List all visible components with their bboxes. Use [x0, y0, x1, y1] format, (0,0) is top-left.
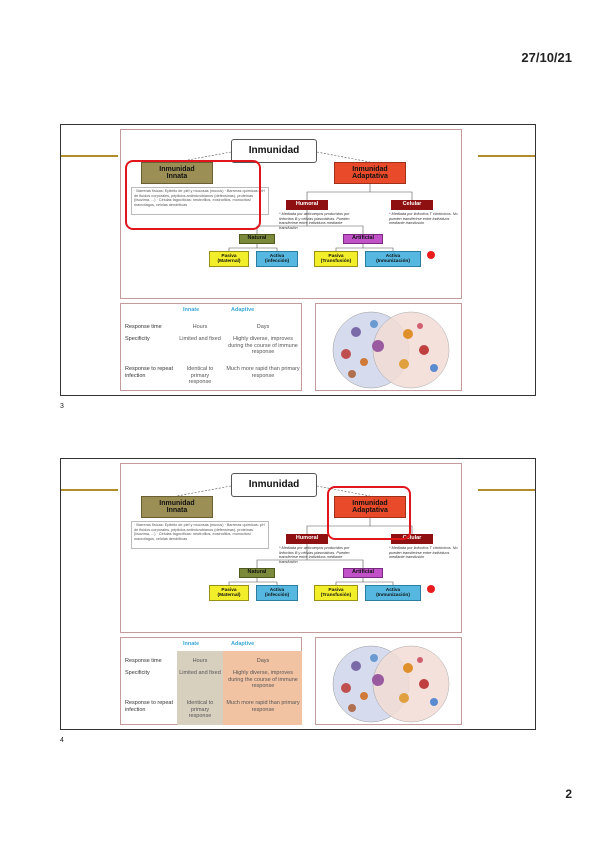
col-innate: Innate: [183, 307, 200, 313]
cells-venn-graphic: [332, 311, 450, 389]
pasiva-maternal-line1: Pasiva: [221, 587, 237, 593]
page-date: 27/10/21: [521, 50, 572, 65]
adaptive-column-shade: [223, 651, 302, 725]
humoral-note: * Mediada por anticuerpos producidos por…: [279, 212, 350, 230]
row-label: Response to repeat infection: [125, 700, 174, 713]
pasiva-maternal-line1: Pasiva: [221, 253, 237, 259]
celular-note: * Mediada por linfocitos T citotóxicos. …: [389, 546, 458, 560]
humoral-box: Humoral: [286, 534, 328, 544]
highlight-adaptativa: [327, 486, 411, 540]
cells-venn-graphic: [332, 645, 450, 723]
page-number: 2: [565, 787, 572, 801]
cell-innate: Identical to primary response: [186, 700, 214, 720]
adaptativa-line1: Inmunidad: [352, 165, 388, 173]
cell-adaptive: Much more rapid than primary response: [226, 366, 300, 379]
inmunidad-box: Inmunidad: [231, 473, 317, 497]
activa-inmun-line2: (Inmunización): [376, 593, 410, 598]
cell-adaptive: Days: [256, 658, 270, 664]
gold-rule-right: [478, 489, 535, 491]
adaptativa-line1: Inmunidad: [352, 499, 388, 507]
gold-rule-right: [478, 155, 535, 157]
diagram-connectors: [176, 485, 413, 585]
artificial-box: Artificial: [343, 568, 383, 578]
artificial-box: Artificial: [343, 234, 383, 244]
adaptativa-line2: Adaptativa: [352, 507, 388, 514]
natural-box: Natural: [239, 234, 275, 244]
activa-infeccion-line2: (infección): [264, 259, 290, 264]
row-label: Response to repeat infection: [125, 366, 174, 379]
cell-adaptive: Highly diverse, improves during the cour…: [228, 336, 298, 356]
activa-inmun-line1: Activa: [385, 587, 401, 593]
activa-infeccion-line2: (infección): [264, 593, 290, 598]
pasiva-transfusion-box: Pasiva(Transfusión): [314, 251, 358, 267]
pasiva-transf-line2: (Transfusión): [320, 593, 352, 598]
cell-adaptive: Highly diverse, improves during the cour…: [228, 670, 298, 690]
activa-infeccion-line1: Activa: [269, 587, 285, 593]
humoral-box: Humoral: [286, 200, 328, 210]
cell-innate: Identical to primary response: [186, 366, 214, 386]
row-label: Response time: [125, 658, 162, 664]
innata-description: · Barreras físicas: Epitelio de piel y m…: [131, 187, 269, 215]
cell-adaptive: Days: [256, 324, 270, 330]
activa-infeccion-box: Activa(infección): [256, 251, 298, 267]
cell-innate: Limited and fixed: [179, 336, 221, 342]
col-adaptive: Adaptive: [231, 641, 255, 647]
activa-inmunizacion-box: Activa(Inmunización): [365, 251, 421, 267]
pasiva-transf-line1: Pasiva: [328, 253, 344, 259]
activa-inmun-line2: (Inmunización): [376, 259, 410, 264]
inmunidad-box: Inmunidad: [231, 139, 317, 163]
pasiva-maternal-box: Pasiva(Maternal): [209, 585, 249, 601]
cell-innate: Hours: [192, 658, 208, 664]
cell-adaptive: Much more rapid than primary response: [226, 700, 300, 713]
pasiva-transf-line2: (Transfusión): [320, 259, 352, 264]
innata-description: · Barreras físicas: Epitelio de piel y m…: [131, 521, 269, 549]
cell-innate: Hours: [192, 324, 208, 330]
activa-infeccion-box: Activa(infección): [256, 585, 298, 601]
innata-line2: Innata: [166, 507, 188, 514]
innata-line1: Inmunidad: [159, 165, 195, 173]
celular-note: * Mediada por linfocitos T citotóxicos. …: [389, 212, 458, 226]
natural-box: Natural: [239, 568, 275, 578]
innate-adaptive-table: Innate Adaptive Response time Hours Days…: [120, 637, 302, 725]
pasiva-maternal-line2: (Maternal): [217, 593, 241, 598]
immune-cells-illustration: [315, 637, 462, 725]
slide-number: 4: [60, 737, 64, 744]
activa-inmun-line1: Activa: [385, 253, 401, 259]
gold-rule-left: [61, 155, 118, 157]
cell-innate: Limited and fixed: [179, 670, 221, 676]
pasiva-maternal-line2: (Maternal): [217, 259, 241, 264]
adaptativa-line2: Adaptativa: [352, 173, 388, 180]
activa-infeccion-line1: Activa: [269, 253, 285, 259]
row-label: Specificity: [125, 336, 150, 342]
pasiva-transf-line1: Pasiva: [328, 587, 344, 593]
innate-adaptive-table: Innate Adaptive Response time Hours Days…: [120, 303, 302, 391]
row-label: Specificity: [125, 670, 150, 676]
col-innate: Innate: [183, 641, 200, 647]
innata-line1: Inmunidad: [159, 499, 195, 507]
celular-box: Celular: [391, 200, 433, 210]
row-label: Response time: [125, 324, 162, 330]
slide-number: 3: [60, 403, 64, 410]
innate-column-shade: [177, 651, 223, 725]
pasiva-maternal-box: Pasiva(Maternal): [209, 251, 249, 267]
pasiva-transfusion-box: Pasiva(Transfusión): [314, 585, 358, 601]
activa-inmunizacion-box: Activa(Inmunización): [365, 585, 421, 601]
red-dot-marker: [427, 585, 435, 593]
gold-rule-left: [61, 489, 118, 491]
red-dot-marker: [427, 251, 435, 259]
celular-box: Celular: [391, 534, 433, 544]
innata-line2: Innata: [166, 173, 188, 180]
humoral-note: * Mediada por anticuerpos producidos por…: [279, 546, 350, 564]
col-adaptive: Adaptive: [231, 307, 255, 313]
immune-cells-illustration: [315, 303, 462, 391]
highlight-innata: [125, 160, 261, 230]
